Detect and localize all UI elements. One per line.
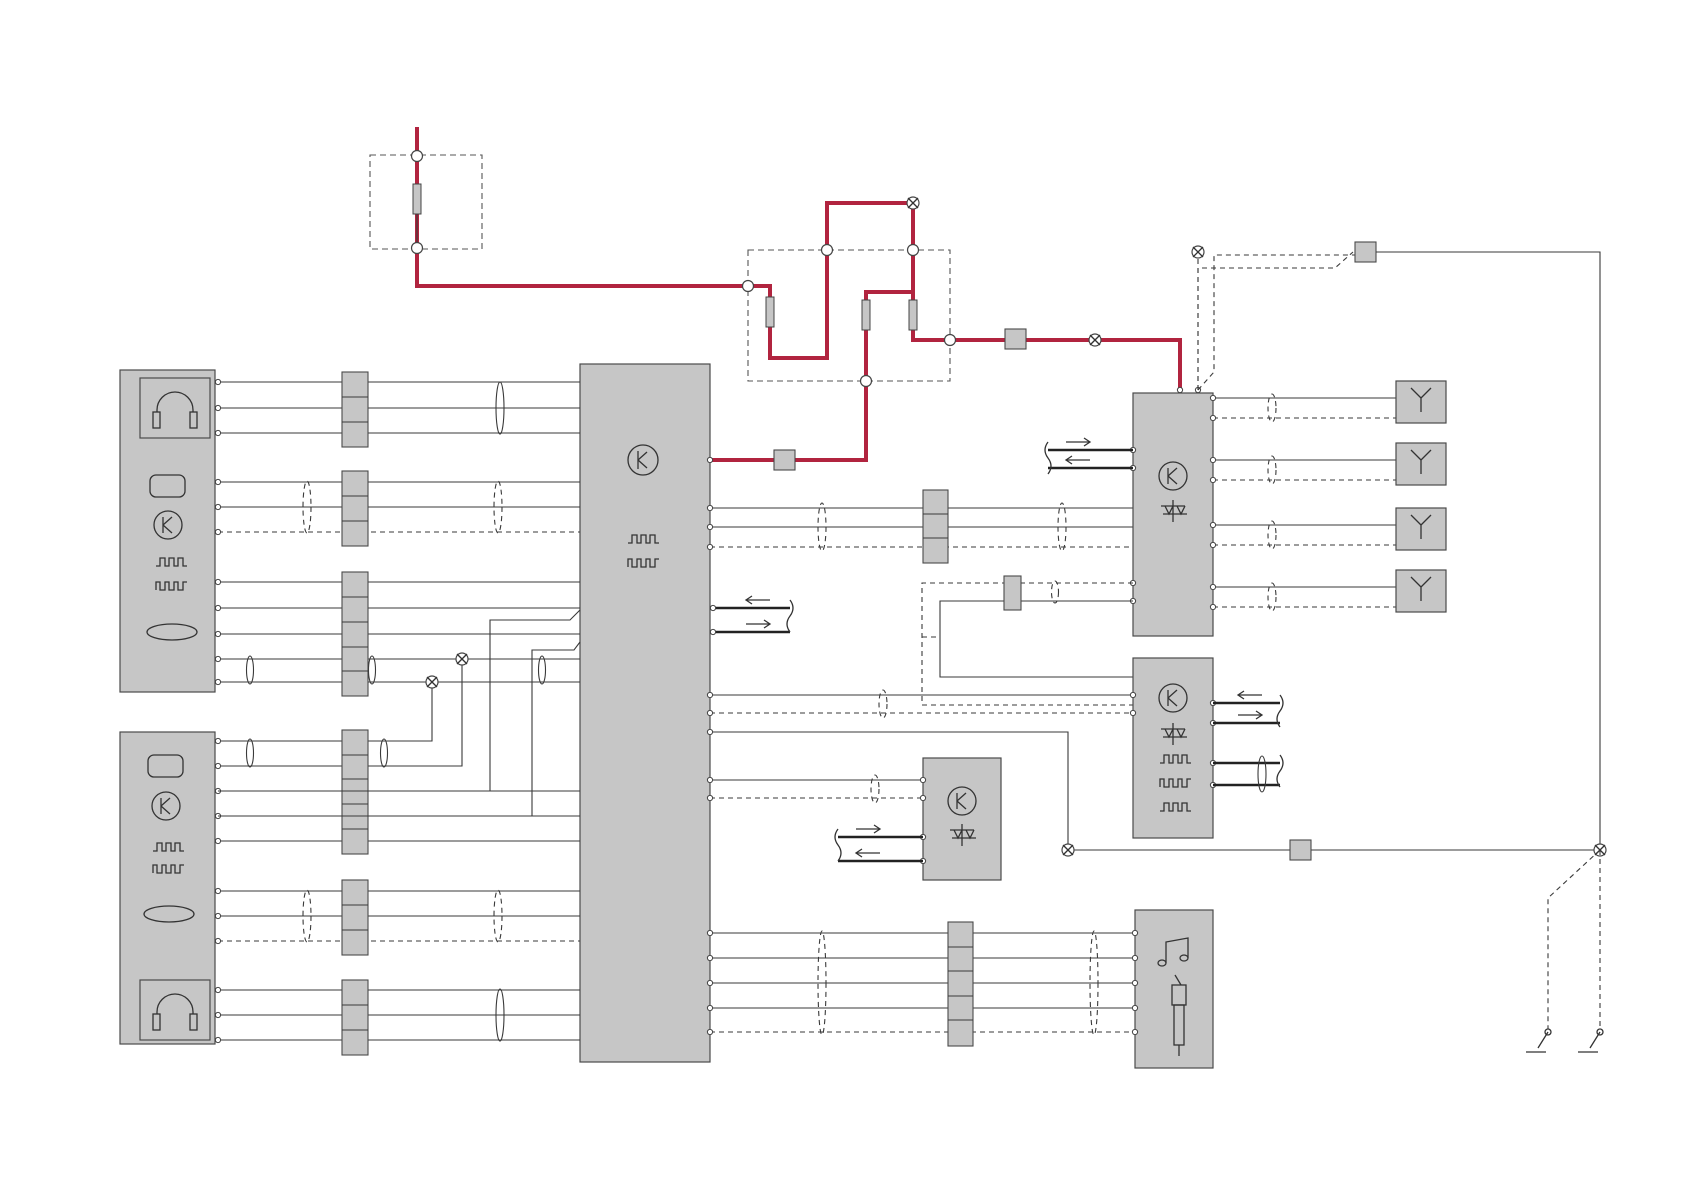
network-module — [1130, 658, 1215, 838]
audio-input-module — [1132, 910, 1213, 1068]
rear-seat-unit-upper — [120, 370, 215, 692]
fuse-icon — [766, 297, 774, 327]
receiver-bus — [1045, 438, 1133, 474]
cross-links — [218, 610, 580, 816]
splice-power — [1089, 334, 1101, 346]
power-wiring — [417, 127, 1180, 460]
ground-icon — [1578, 1029, 1603, 1052]
rear-seat-unit-lower — [120, 732, 215, 1044]
power-connector — [774, 450, 795, 470]
fuse-box-upper — [370, 151, 482, 254]
upper-unit-wires — [215, 372, 580, 696]
receiver-network-links — [922, 576, 1133, 705]
antenna-wires — [1210, 394, 1396, 611]
power-connector — [1005, 329, 1026, 349]
receiver-module — [1130, 387, 1213, 636]
antennas — [1396, 381, 1446, 612]
lower-unit-wires — [215, 730, 580, 1055]
small-module — [920, 758, 1001, 880]
fuse-icon — [413, 184, 421, 214]
network-bus — [1213, 691, 1283, 792]
fuse-icon — [862, 300, 870, 330]
small-module-bus — [835, 825, 923, 861]
ground-icon — [1526, 1029, 1551, 1052]
central-control-module — [580, 364, 710, 1062]
fuse-icon — [909, 300, 917, 330]
